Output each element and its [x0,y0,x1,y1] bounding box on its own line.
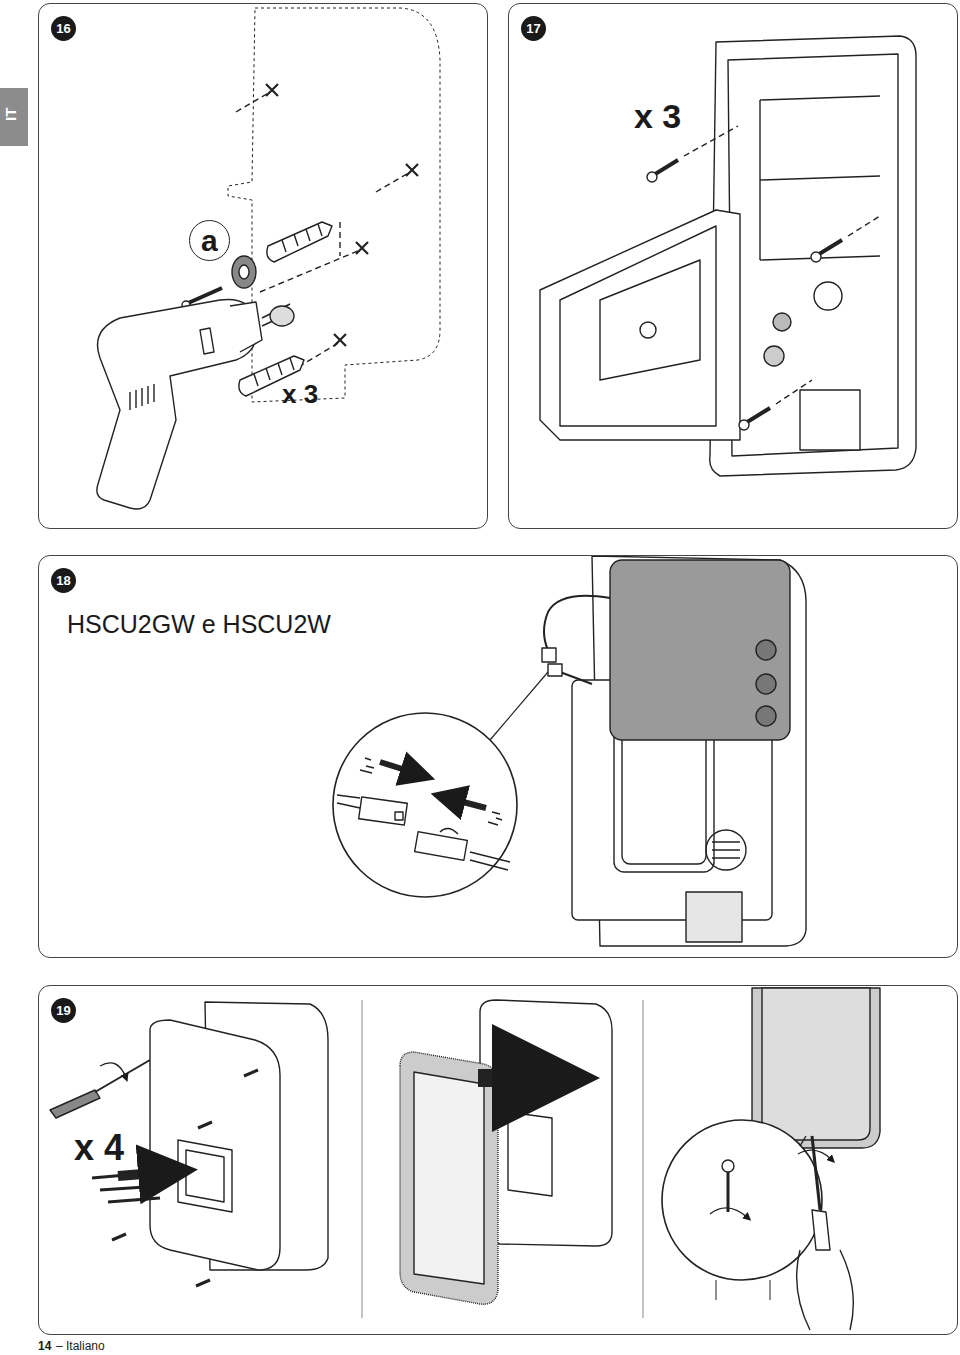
model-heading: HSCU2GW e HSCU2W [67,610,331,639]
step-number: 19 [51,998,76,1023]
language-tab [0,88,28,146]
detail-letter: a [201,224,218,257]
step-panel: 16 [38,3,488,529]
step-number: 16 [51,16,76,41]
step-panel: 19 [38,985,958,1335]
quantity-label: x 4 [74,1128,124,1168]
quantity-label: x 3 [282,380,318,409]
page-number: 14 [38,1340,51,1353]
language-footer: – Italiano [56,1340,105,1353]
step-panel: 17 [508,3,958,529]
quantity-label: x 3 [634,98,681,135]
step-panel: 18HSCU2GW e HSCU2W [38,555,958,958]
step-number: 18 [51,568,76,593]
step-number: 17 [521,16,546,41]
language-tab-text: IT [3,108,20,121]
